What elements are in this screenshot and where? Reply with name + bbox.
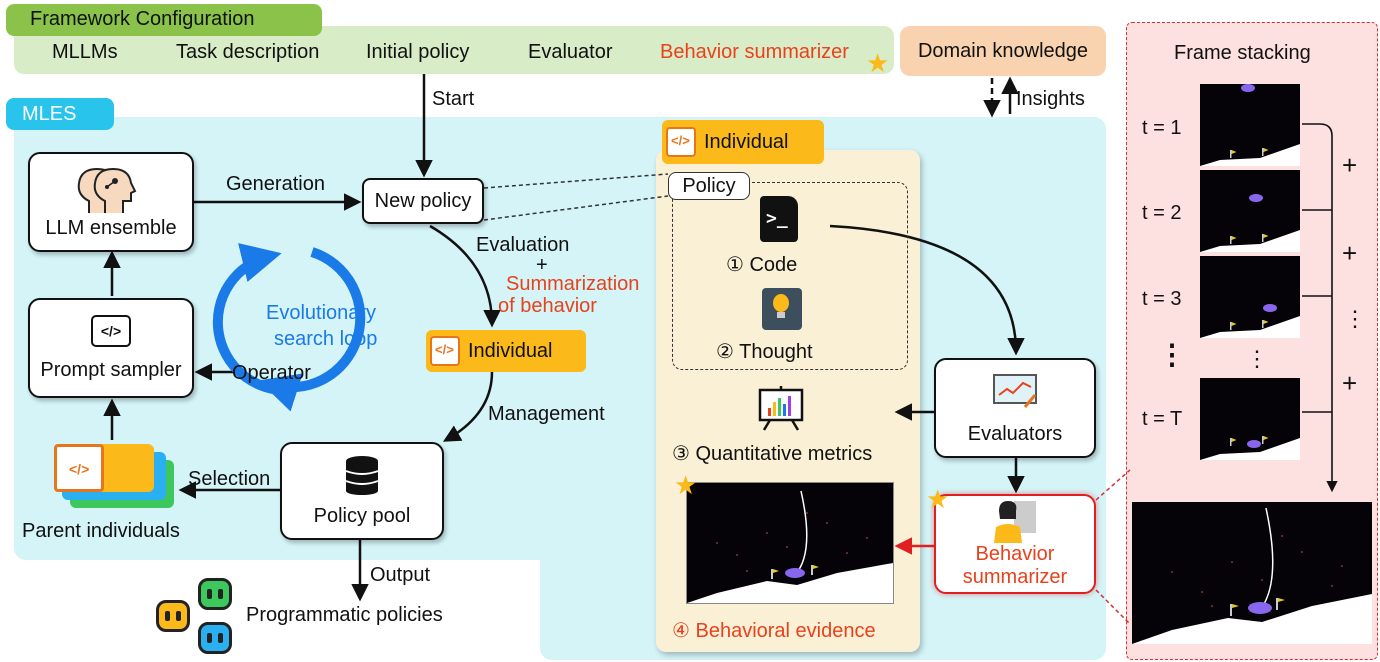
summarization-label-2: of behavior	[498, 295, 597, 317]
loop-label-1: Evolutionary	[266, 302, 377, 324]
parent-individuals-label: Parent individuals	[22, 520, 180, 542]
evidence-label: ④ Behavioral evidence	[672, 620, 876, 642]
robot-icon-yellow	[156, 600, 190, 632]
management-label: Management	[488, 403, 605, 425]
frame-plus-2: +	[1342, 238, 1358, 268]
policy-pool-box: Policy pool	[280, 442, 444, 540]
metrics-label: ③ Quantitative metrics	[672, 443, 873, 465]
frame-t2	[1200, 170, 1300, 252]
generation-label: Generation	[226, 173, 325, 195]
parent-card-icon: </>	[54, 444, 104, 492]
frame-label-tT: t = T	[1142, 408, 1183, 430]
prompt-sampler-box: </> Prompt sampler	[28, 298, 194, 398]
mles-title	[6, 98, 114, 130]
summarizer-label-2: summarizer	[962, 566, 1068, 588]
behavioral-evidence-image	[686, 482, 894, 604]
output-label: Output	[370, 564, 431, 586]
evaluators-box: Evaluators	[934, 358, 1096, 458]
operator-label: Operator	[232, 362, 311, 384]
behavior-summarizer-box: Behavior summarizer	[934, 494, 1096, 594]
new-policy-box: New policy	[362, 178, 484, 224]
lightbulb-icon	[762, 288, 802, 330]
new-policy-label: New policy	[374, 189, 472, 212]
individual-badge-top-label: Individual	[704, 130, 789, 153]
frame-t3	[1200, 256, 1300, 338]
frame-t1	[1200, 84, 1300, 166]
insights-label: Insights	[1016, 88, 1085, 110]
star-icon: ★	[866, 48, 890, 78]
robot-icon-blue	[198, 622, 232, 654]
domain-knowledge-label: Domain knowledge	[917, 39, 1089, 62]
frame-label-t1: t = 1	[1142, 117, 1182, 139]
framework-item-task: Task description	[176, 41, 320, 63]
plus-label: +	[536, 254, 548, 276]
code-window-icon: </>	[91, 314, 131, 347]
prompt-sampler-label: Prompt sampler	[40, 358, 182, 381]
policy-tag-label: Policy	[682, 174, 736, 197]
policy-pool-label: Policy pool	[313, 504, 411, 527]
llm-ensemble-label: LLM ensemble	[45, 216, 177, 239]
framework-item-mllms: MLLMs	[52, 41, 118, 63]
llm-ensemble-box: LLM ensemble	[28, 152, 194, 252]
frame-vdots-mid: ⋮	[1246, 346, 1268, 371]
start-label: Start	[432, 88, 475, 110]
code-label: ① Code	[726, 254, 798, 276]
selection-label: Selection	[188, 468, 271, 490]
code-file-icon: </>	[666, 127, 696, 157]
framework-title-label: Framework Configuration	[30, 8, 255, 30]
thought-label: ② Thought	[716, 341, 813, 363]
programmatic-policies-label: Programmatic policies	[246, 604, 443, 626]
summarizer-label-1: Behavior	[975, 543, 1055, 565]
robot-icon-green	[198, 578, 232, 610]
frame-stacking-title: Frame stacking	[1174, 42, 1311, 64]
chart-board-icon	[993, 373, 1037, 408]
domain-knowledge-box: Domain knowledge	[900, 26, 1106, 76]
frame-plus-1: +	[1342, 150, 1358, 180]
framework-item-initial-policy: Initial policy	[366, 41, 470, 63]
code-file-icon: </>	[430, 336, 460, 366]
presentation-chart-icon	[758, 386, 804, 431]
framework-item-summarizer: Behavior summarizer	[660, 41, 849, 63]
individual-badge-mid: </> Individual	[426, 330, 586, 372]
frame-plus-3: +	[1342, 368, 1358, 398]
policy-tag: Policy	[668, 172, 750, 200]
evaluation-label: Evaluation	[476, 234, 570, 256]
database-icon	[345, 455, 379, 495]
policy-dashed-box	[672, 182, 908, 370]
mles-title-label: MLES	[22, 103, 77, 125]
frame-label-t2: t = 2	[1142, 202, 1182, 224]
summarization-label-1: Summarization	[506, 273, 640, 295]
star-icon: ★	[674, 470, 698, 500]
individual-badge-top: </> Individual	[662, 120, 824, 164]
loop-label-2: search loop	[274, 328, 378, 350]
individual-badge-mid-label: Individual	[468, 339, 553, 362]
framework-title	[6, 4, 322, 36]
frame-label-t3: t = 3	[1142, 288, 1182, 310]
star-icon: ★	[926, 484, 950, 514]
terminal-icon: >_	[760, 196, 798, 242]
brain-heads-icon	[77, 167, 137, 213]
frame-tT	[1200, 378, 1300, 460]
frame-vdots-left: ⋮	[1158, 339, 1186, 370]
person-at-board-icon	[994, 501, 1036, 543]
evaluators-label: Evaluators	[967, 422, 1063, 445]
framework-item-evaluator: Evaluator	[528, 41, 613, 63]
frame-vdots-right: ⋮	[1344, 306, 1366, 331]
frame-stacked-image	[1132, 502, 1372, 644]
